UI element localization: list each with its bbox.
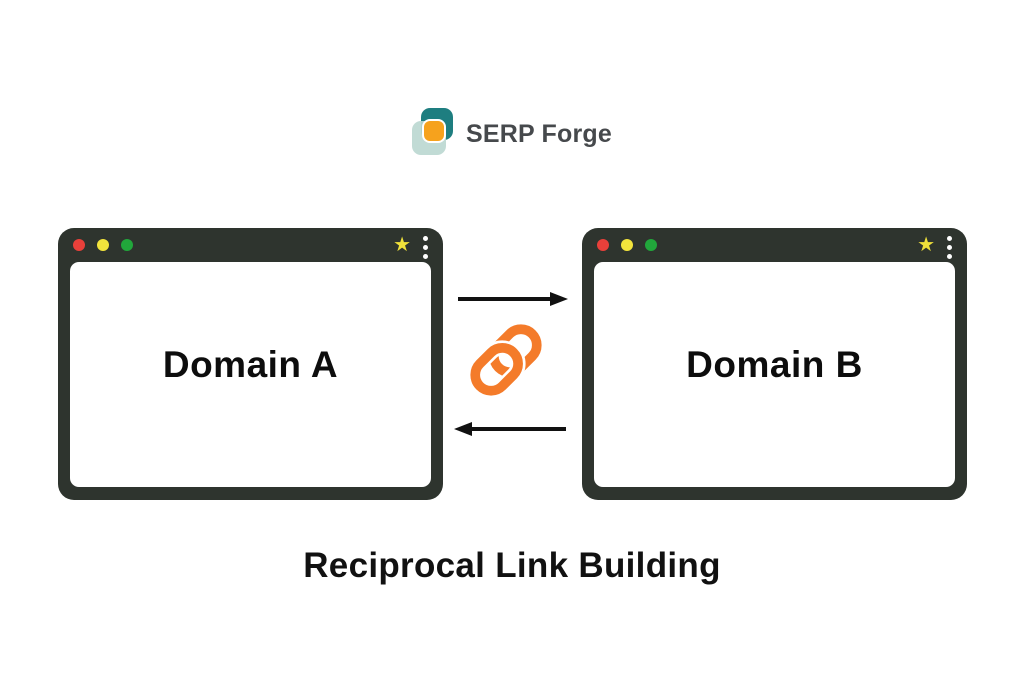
window-b-traffic-lights [597,239,657,251]
logo-text: SERP Forge [465,119,613,148]
logo: SERP Forge [0,108,1024,158]
close-icon [73,239,85,251]
kebab-menu-icon [423,236,428,259]
browser-window-domain-a: ★ Domain A [58,228,443,500]
minimize-icon [621,239,633,251]
window-b-content: Domain B [594,262,955,487]
logo-accent-square [423,121,444,141]
window-a-titlebar: ★ [58,228,443,262]
window-a-traffic-lights [73,239,133,251]
domain-b-label: Domain B [686,343,863,385]
window-a-content: Domain A [70,262,431,487]
maximize-icon [645,239,657,251]
serp-forge-logo-icon [411,108,454,158]
close-icon [597,239,609,251]
arrow-left-icon [454,419,566,444]
browser-window-domain-b: ★ Domain B [582,228,967,500]
window-b-titlebar: ★ [582,228,967,262]
diagram-caption: Reciprocal Link Building [303,546,721,585]
maximize-icon [121,239,133,251]
kebab-menu-icon [947,236,952,259]
arrow-right-icon [456,289,568,314]
bookmark-star-icon: ★ [393,234,411,256]
minimize-icon [97,239,109,251]
chain-link-icon [462,312,550,408]
domain-a-label: Domain A [162,343,339,385]
bookmark-star-icon: ★ [917,234,935,256]
